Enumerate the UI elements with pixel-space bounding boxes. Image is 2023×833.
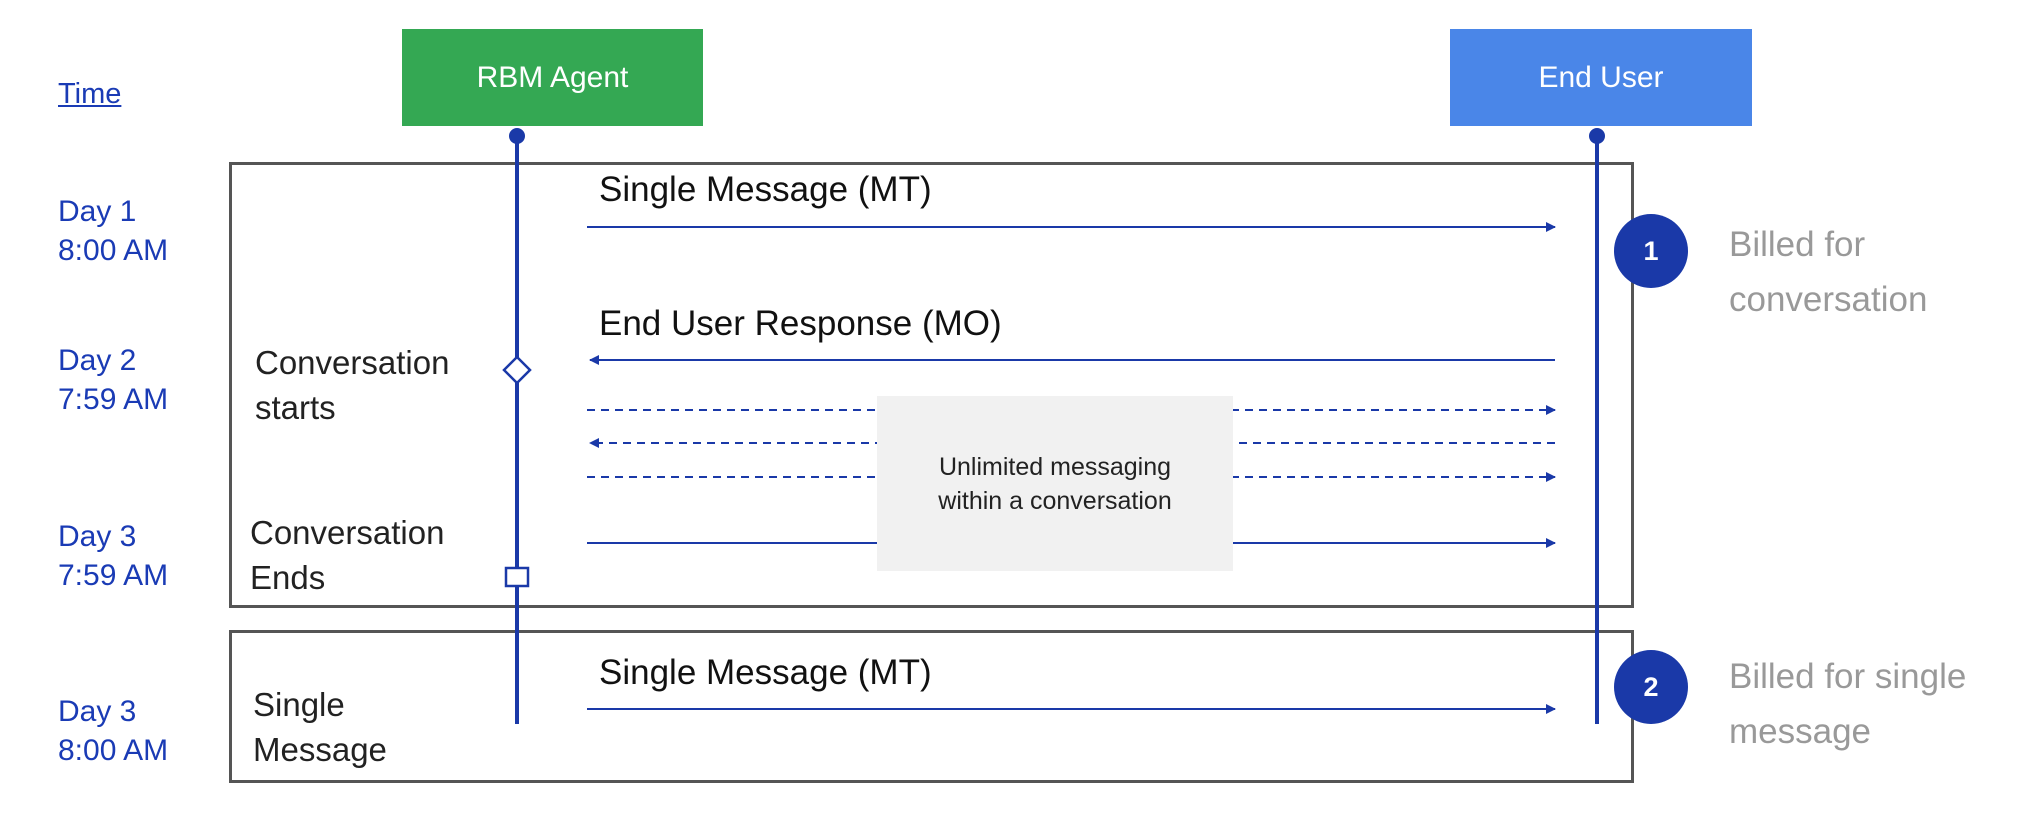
conversation-ends-label: Conversation Ends xyxy=(250,514,445,596)
end-user-actor: End User xyxy=(1450,29,1752,126)
agent-lifeline xyxy=(509,128,525,724)
billing-badge-1: 1 xyxy=(1614,214,1688,288)
time-day3-single: Day 3 8:00 AM xyxy=(58,695,169,767)
single-message-label: Single Message xyxy=(253,686,387,768)
conversation-start-marker xyxy=(502,355,532,385)
user-lifeline xyxy=(1589,128,1605,724)
mt-label-1: Single Message (MT) xyxy=(599,170,932,209)
time-header: Time xyxy=(58,78,122,110)
billed-single-label: Billed for single message xyxy=(1729,657,1967,751)
time-day3-end: Day 3 7:59 AM xyxy=(58,520,169,592)
time-day1: Day 1 8:00 AM xyxy=(58,195,169,267)
unlimited-messaging-note: Unlimited messaging within a conversatio… xyxy=(877,396,1233,571)
rbm-agent-actor: RBM Agent xyxy=(402,29,703,126)
billed-conversation-label: Billed for conversation xyxy=(1729,225,1928,319)
billing-badge-2: 2 xyxy=(1614,650,1688,724)
conversation-end-marker xyxy=(504,566,530,588)
conversation-frame xyxy=(229,162,1634,608)
mo-label: End User Response (MO) xyxy=(599,304,1002,343)
time-day2: Day 2 7:59 AM xyxy=(58,344,169,416)
conversation-starts-label: Conversation starts xyxy=(255,344,450,426)
mt-label-2: Single Message (MT) xyxy=(599,653,932,692)
